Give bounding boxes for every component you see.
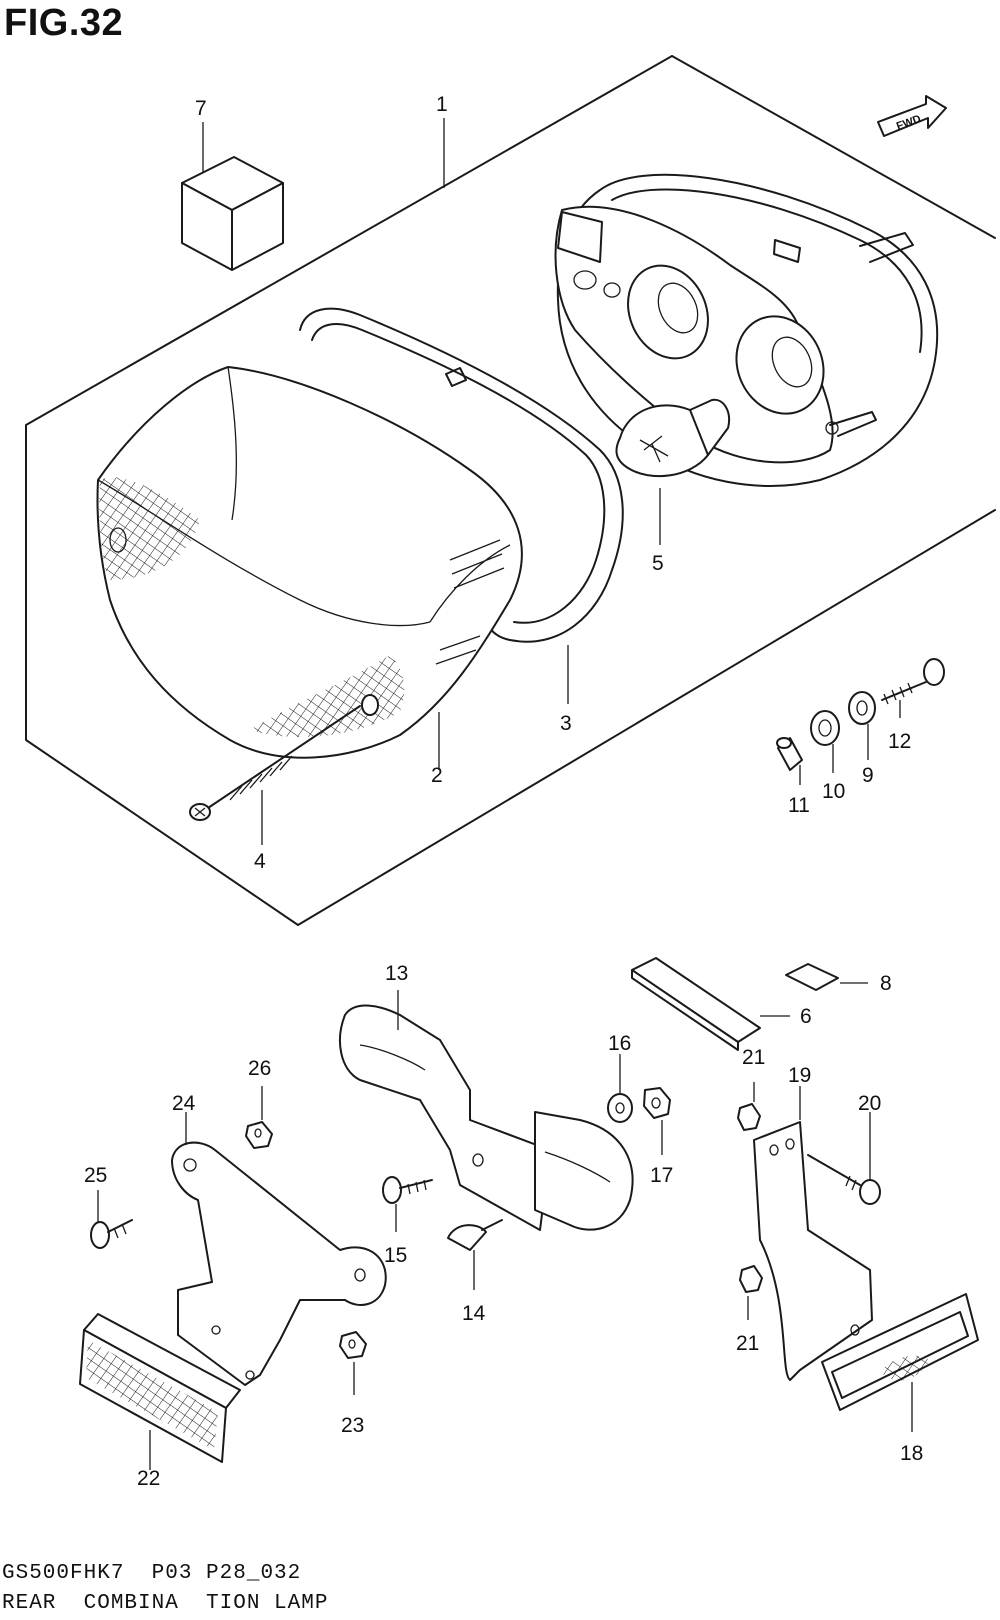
part-17-nut <box>643 1087 671 1119</box>
callout-15: 15 <box>384 1244 407 1267</box>
callout-11: 11 <box>788 794 810 817</box>
callout-1: 1 <box>436 93 448 116</box>
part-8-pad <box>785 963 839 991</box>
part-10-grommet <box>810 710 840 746</box>
callout-3: 3 <box>560 712 572 735</box>
figure-name: REAR COMBINA TION LAMP <box>2 1592 329 1615</box>
callout-2: 2 <box>431 764 443 787</box>
callout-7: 7 <box>195 97 207 120</box>
part-26-nut <box>245 1121 273 1149</box>
part-9-washer <box>848 691 876 725</box>
callout-21-lower: 21 <box>736 1332 759 1355</box>
part-19-bracket <box>753 1121 873 1381</box>
fwd-arrow-icon: FWD <box>877 95 947 137</box>
assembly-frame <box>25 55 996 926</box>
callout-21-upper: 21 <box>742 1046 765 1069</box>
part-6-strip <box>631 957 761 1051</box>
callout-10: 10 <box>822 780 845 803</box>
callout-13: 13 <box>385 962 408 985</box>
callout-16: 16 <box>608 1032 631 1055</box>
callout-19: 19 <box>788 1064 811 1087</box>
callout-23: 23 <box>341 1414 364 1437</box>
part-1-housing <box>554 173 939 487</box>
callout-8: 8 <box>880 972 892 995</box>
callout-17: 17 <box>650 1164 673 1187</box>
part-13-bracket <box>339 1004 634 1231</box>
part-11-collar <box>776 737 803 771</box>
part-24-bracket <box>171 1141 387 1386</box>
callout-18: 18 <box>900 1442 923 1465</box>
part-3-gasket <box>299 307 624 643</box>
callout-26: 26 <box>248 1057 271 1080</box>
part-21-nut-upper <box>737 1103 761 1131</box>
callout-20: 20 <box>858 1092 881 1115</box>
part-23-nut <box>339 1331 367 1359</box>
part-2-lens <box>96 366 523 759</box>
part-5-bulb <box>615 398 730 478</box>
assembly-frame-top <box>671 55 996 239</box>
callout-4: 4 <box>254 850 266 873</box>
callout-14: 14 <box>462 1302 486 1325</box>
figure-code: GS500FHK7 P03 P28_032 <box>2 1562 302 1585</box>
part-4-screw <box>189 705 361 821</box>
part-22-reflector <box>79 1313 241 1463</box>
part-25-screw <box>90 1219 133 1249</box>
part-18-reflector <box>821 1293 979 1411</box>
figure-title: FIG.32 <box>4 2 124 44</box>
callout-5: 5 <box>652 552 664 575</box>
callout-12: 12 <box>888 730 911 753</box>
part-7-cube <box>181 156 284 271</box>
callout-25: 25 <box>84 1164 107 1187</box>
callout-22: 22 <box>137 1467 160 1490</box>
callout-6: 6 <box>800 1005 812 1028</box>
part-21-nut-lower <box>739 1265 763 1293</box>
part-16-washer <box>607 1093 633 1123</box>
part-14-plug <box>447 1219 503 1251</box>
callout-9: 9 <box>862 764 874 787</box>
part-20-screw <box>807 1154 881 1205</box>
leader-lines <box>97 118 913 1470</box>
part-12-bolt <box>881 658 945 705</box>
callout-labels: 7 1 2 3 4 5 12 9 10 11 6 8 13 14 15 16 1… <box>84 93 923 1490</box>
part-15-screw <box>382 1176 433 1204</box>
callout-24: 24 <box>172 1092 196 1115</box>
